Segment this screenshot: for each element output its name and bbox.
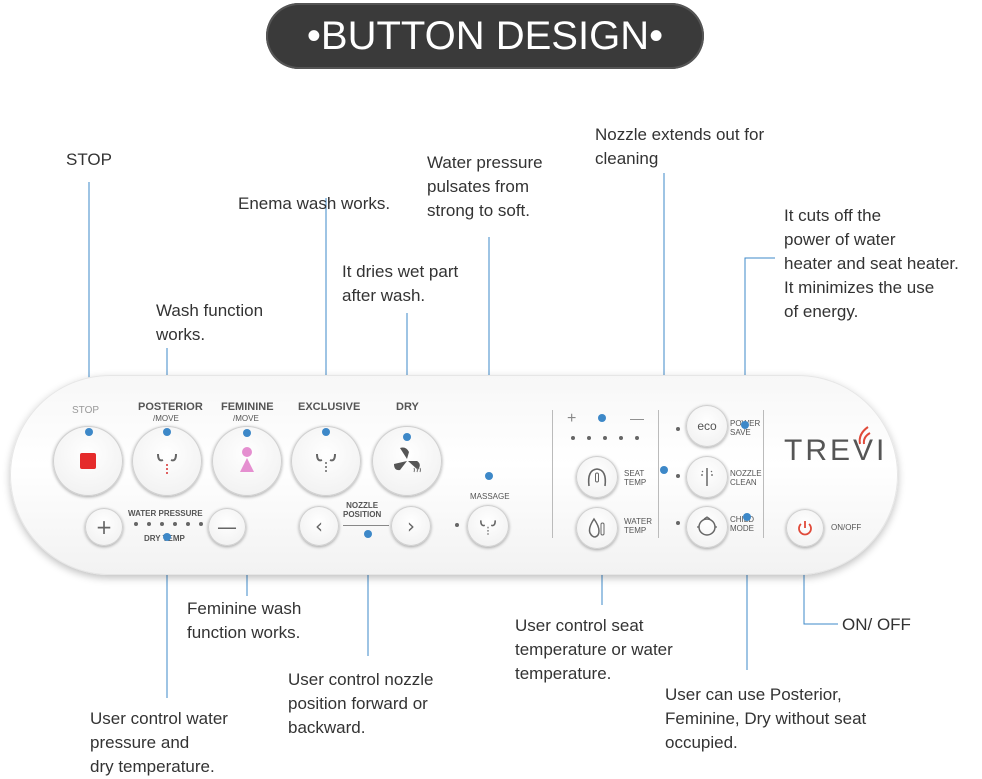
line-power-save	[744, 257, 775, 425]
pressure-minus-button[interactable]: —	[208, 508, 246, 546]
indicator-dot-posterior	[163, 428, 171, 436]
label-water-temp: WATER TEMP	[624, 517, 652, 535]
label-onoff: ON/OFF	[831, 523, 862, 532]
indicator-dot-child-mode	[743, 513, 751, 521]
indicator-dot-power-save	[741, 421, 749, 429]
massage-button[interactable]	[467, 505, 509, 547]
exclusive-button[interactable]	[291, 426, 361, 496]
indicator-dot-stop	[85, 428, 93, 436]
brand-flame-icon	[858, 426, 871, 445]
indicator-dot-massage	[485, 472, 493, 480]
indicator-dot-nozzle-clean	[660, 466, 668, 474]
power-save-button[interactable]: eco	[686, 405, 728, 447]
annotation-onoff: ON/ OFF	[842, 615, 911, 634]
fan-icon	[394, 447, 421, 473]
nozzle-forward-button[interactable]: ›	[391, 506, 431, 546]
label-stop: STOP	[72, 405, 100, 416]
indicator-dot-water-pressure	[163, 533, 171, 541]
feminine-icon	[240, 447, 254, 472]
posterior-wash-icon	[157, 453, 177, 474]
annotation-wash: Wash function works.	[156, 301, 264, 344]
annotation-feminine: Feminine wash function works.	[187, 599, 302, 642]
label-water-pressure: WATER PRESSURE	[128, 509, 203, 518]
annotation-nozzle-position: User control nozzle position forward or …	[288, 670, 434, 737]
indicator-dot-exclusive	[322, 428, 330, 436]
enema-wash-icon	[316, 453, 336, 474]
indicator-dot-feminine	[243, 429, 251, 437]
label-massage: MASSAGE	[470, 492, 510, 501]
indicator-dot-dry	[403, 433, 411, 441]
label-posterior-sub: /MOVE	[153, 414, 179, 423]
water-temp-button[interactable]	[576, 507, 618, 549]
temp-minus-label: —	[630, 410, 644, 426]
stop-button[interactable]	[53, 426, 123, 496]
posterior-button[interactable]	[132, 426, 202, 496]
annotation-temperature: User control seat temperature or water t…	[515, 616, 673, 683]
page-title: •BUTTON DESIGN•	[306, 13, 664, 58]
label-nozzle-position: NOZZLE POSITION	[343, 501, 382, 519]
label-feminine: FEMININE	[221, 401, 274, 413]
label-seat-temp: SEAT TEMP	[624, 469, 647, 487]
plus-icon: +	[95, 515, 113, 539]
brand-logo: TREVI	[784, 434, 888, 467]
water-drop-icon	[588, 517, 605, 538]
power-button[interactable]	[786, 509, 824, 547]
label-feminine-sub: /MOVE	[233, 414, 259, 423]
label-nozzle-clean: NOZZLE CLEAN	[730, 469, 762, 487]
label-posterior: POSTERIOR	[138, 401, 203, 413]
indicator-dot-temperature	[598, 414, 606, 422]
pressure-plus-button[interactable]: +	[85, 508, 123, 546]
annotation-power-save: It cuts off the power of water heater an…	[784, 206, 959, 321]
massage-wash-icon	[480, 520, 496, 537]
child-mode-icon	[697, 516, 717, 536]
feminine-button[interactable]	[212, 426, 282, 496]
label-exclusive: EXCLUSIVE	[298, 401, 361, 413]
chevron-right-icon: ›	[407, 514, 415, 538]
panel-divider	[552, 410, 553, 538]
child-mode-button[interactable]	[686, 506, 728, 548]
annotation-child-mode: User can use Posterior, Feminine, Dry wi…	[665, 685, 867, 752]
seat-temp-icon	[587, 468, 607, 487]
eco-icon: eco	[697, 419, 717, 433]
chevron-left-icon: ‹	[315, 514, 323, 538]
indicator-dot-nozzle-position	[364, 530, 372, 538]
nozzle-clean-icon	[701, 468, 713, 486]
annotation-water-pressure: User control water pressure and dry temp…	[90, 709, 228, 776]
annotation-enema: Enema wash works.	[238, 194, 391, 213]
label-child-mode: CHILD MODE	[730, 515, 755, 533]
stop-icon	[80, 453, 96, 469]
minus-icon: —	[217, 515, 237, 539]
annotation-pulsate: Water pressure pulsates from strong to s…	[427, 153, 543, 220]
label-dry: DRY	[396, 401, 419, 413]
seat-temp-button[interactable]	[576, 456, 618, 498]
temp-plus-label: +	[567, 410, 577, 427]
power-icon	[798, 521, 812, 536]
annotation-nozzle-clean: Nozzle extends out for cleaning	[595, 125, 765, 168]
annotation-dry: It dries wet part after wash.	[342, 262, 459, 305]
annotation-stop: STOP	[66, 150, 112, 169]
panel-divider-2	[658, 410, 659, 538]
panel-divider-3	[763, 410, 764, 538]
nozzle-back-button[interactable]: ‹	[299, 506, 339, 546]
title-banner: •BUTTON DESIGN•	[266, 3, 704, 69]
nozzle-clean-button[interactable]	[686, 456, 728, 498]
